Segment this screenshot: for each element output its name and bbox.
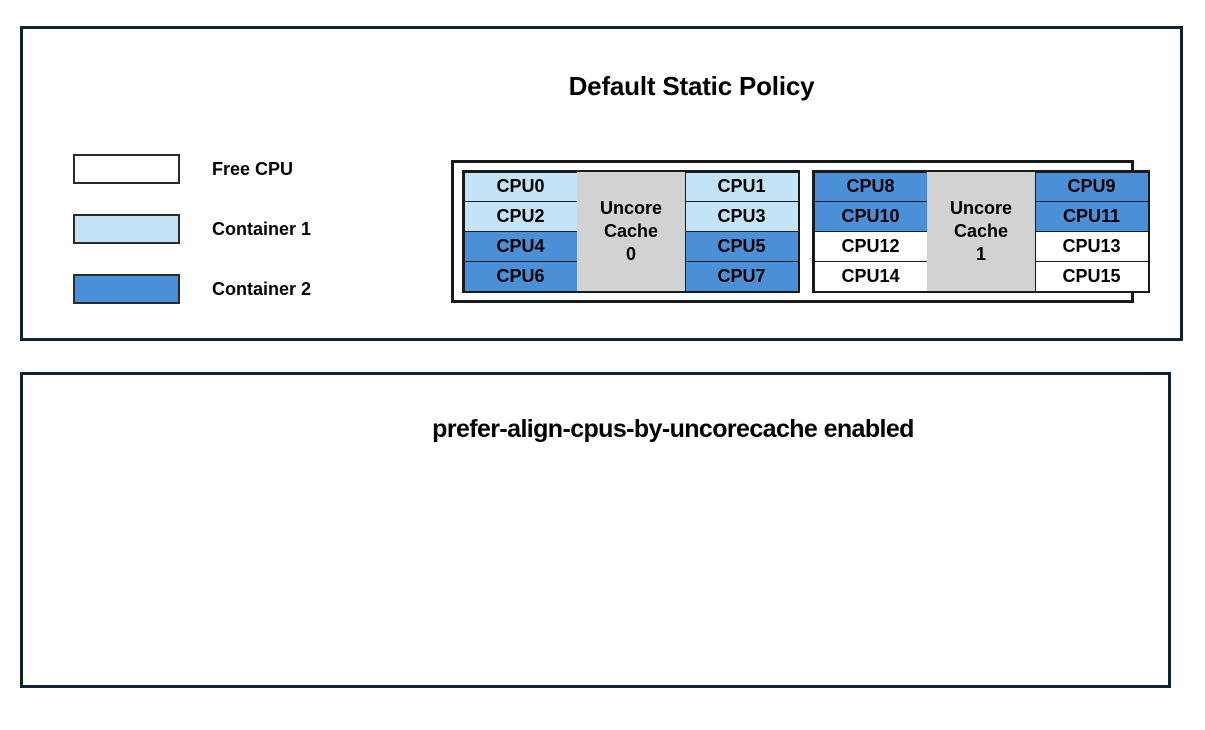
uncore-cache-label-line: 1	[975, 243, 986, 264]
cpu-cell-cpu4: CPU4	[463, 231, 578, 262]
cpu-cell-cpu3: CPU3	[684, 201, 799, 232]
cpu-cell-cpu1: CPU1	[684, 171, 799, 203]
uncore-cache-label-line: Uncore	[949, 198, 1012, 219]
legend-item-container-1: Container 1	[73, 199, 311, 259]
legend-label-container-2: Container 2	[212, 278, 312, 299]
cpu-cell-cpu13: CPU13	[1034, 231, 1149, 262]
cpu-cell-cpu9: CPU9	[1034, 171, 1149, 203]
uncore-cache-label-line: Cache	[603, 221, 659, 242]
cpu-cell-cpu15: CPU15	[1034, 260, 1149, 292]
cpu-cell-cpu14: CPU14	[813, 260, 928, 292]
legend-item-container-2: Container 2	[73, 259, 311, 319]
cpu-cell-cpu11: CPU11	[1034, 201, 1149, 232]
cpu-cell-cpu5: CPU5	[684, 231, 799, 262]
cpu-cell-cpu2: CPU2	[463, 201, 578, 232]
legend-label-free-cpu: Free CPU	[212, 158, 294, 179]
legend-item-free-cpu: Free CPU	[73, 139, 311, 199]
panel-default-static-policy: Default Static Policy Free CPU Container…	[20, 26, 1183, 341]
cpu-cell-cpu0: CPU0	[463, 171, 578, 203]
legend-swatch-container-2	[73, 274, 180, 304]
panel-prefer-align-cpus-by-uncorecache: prefer-align-cpus-by-uncorecache enabled…	[20, 372, 1171, 688]
legend-swatch-free-cpu	[73, 154, 180, 184]
page-title-top: Default Static Policy	[568, 71, 815, 101]
uncore-cache-label-line: Cache	[953, 221, 1009, 242]
uncore-cache-label-line: 0	[625, 243, 636, 264]
cpu-cell-cpu10: CPU10	[813, 201, 928, 232]
page-title-bottom: prefer-align-cpus-by-uncorecache enabled	[432, 415, 914, 443]
cpu-cell-cpu12: CPU12	[813, 231, 928, 262]
cpu-cell-cpu6: CPU6	[463, 260, 578, 292]
cpu-cell-cpu7: CPU7	[684, 260, 799, 292]
legend-label-container-1: Container 1	[212, 218, 312, 239]
legend-swatch-container-1	[73, 214, 180, 244]
uncore-cache-label-line: Uncore	[599, 198, 662, 219]
cpu-cell-cpu8: CPU8	[813, 171, 928, 203]
legend-top: Free CPU Container 1 Container 2	[73, 139, 311, 319]
